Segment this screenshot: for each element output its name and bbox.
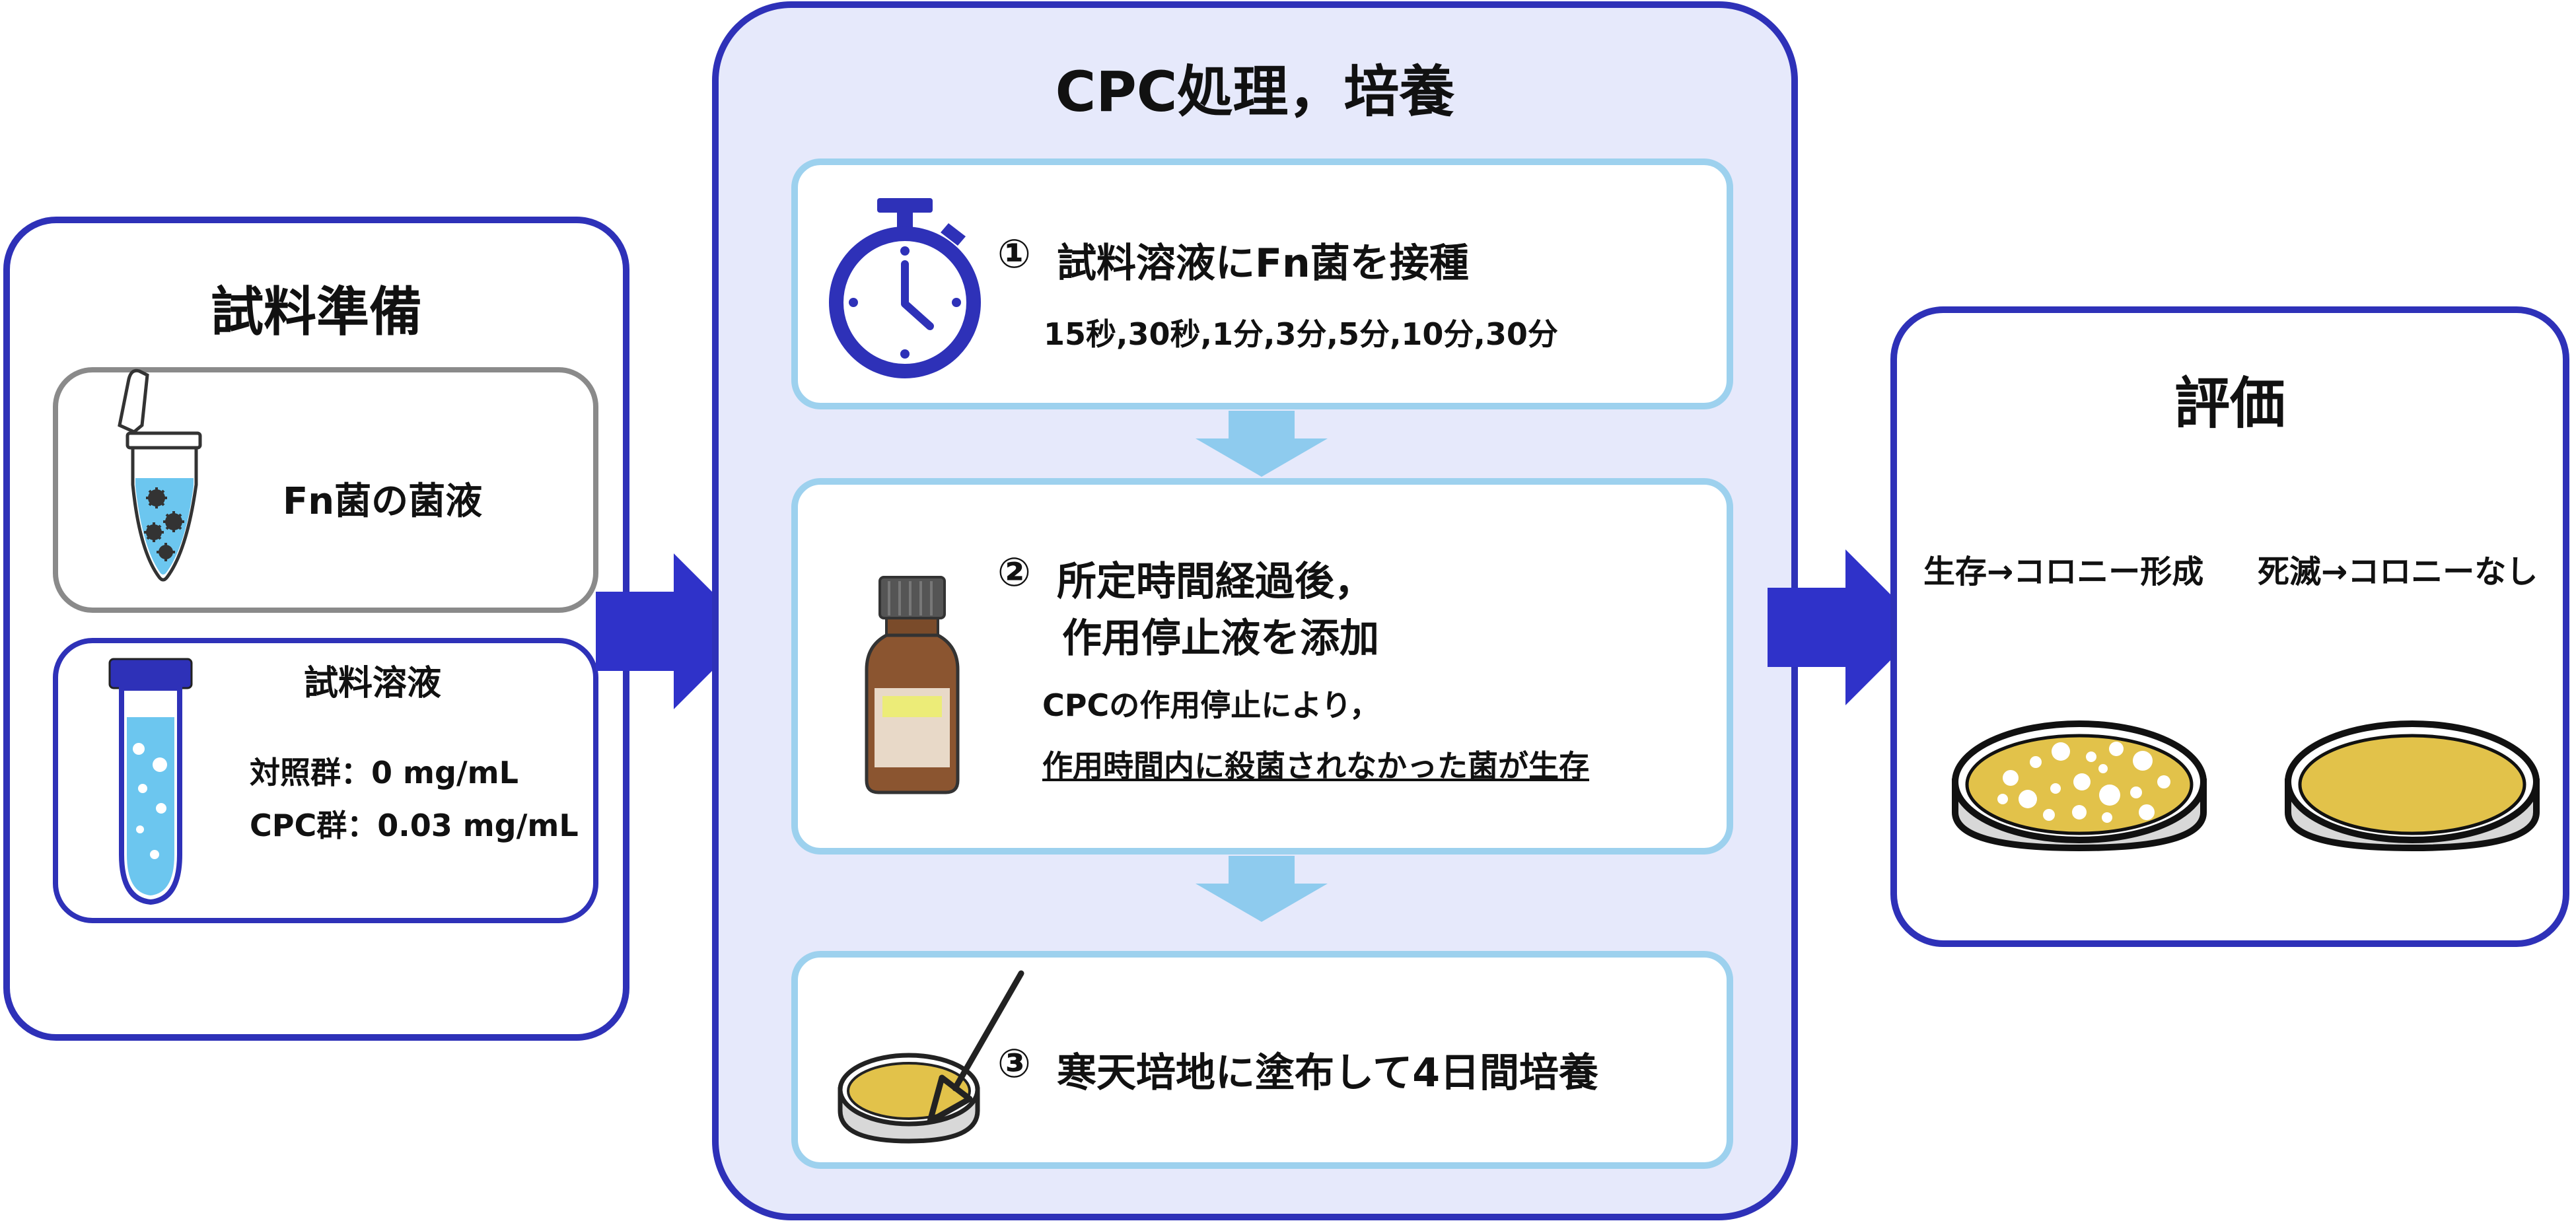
sample-prep-title: 試料準備 <box>211 281 422 343</box>
dead-label: 死滅→コロニーなし <box>2258 553 2538 590</box>
sample-prep-panel: 試料準備 Fn菌の菌液 <box>3 217 629 1041</box>
step-1-number: ① <box>997 231 1031 277</box>
step-3-box: ③ 寒天培地に塗布して4日間培養 <box>791 951 1733 1169</box>
step-arrow-down-icon <box>1196 411 1328 477</box>
bacteria-suspension-label: Fn菌の菌液 <box>283 480 483 523</box>
cpc-treatment-title: CPC処理，培養 <box>1055 59 1455 124</box>
cpc-group-line: CPC群：0.03 mg/mL <box>250 808 579 843</box>
flow-arrow-right-icon <box>1768 549 1923 705</box>
step-2-box: ② 所定時間経過後， 作用停止液を添加 CPCの作用停止により， 作用時間内に殺… <box>791 478 1733 855</box>
step-2-note-line2: 作用時間内に殺菌されなかった菌が生存 <box>1042 748 1589 784</box>
stopwatch-icon <box>829 198 981 378</box>
step-3-title: 寒天培地に塗布して4日間培養 <box>1057 1050 1598 1096</box>
survive-label: 生存→コロニー形成 <box>1923 553 2204 590</box>
agar-plate-spreader-icon <box>838 970 1024 1144</box>
cpc-treatment-panel: CPC処理，培養 ① 試料溶液にFn菌を接種 15秒,30秒,1分,3分,5分,… <box>712 1 1798 1220</box>
evaluation-title: 評価 <box>2174 371 2285 436</box>
reagent-bottle-icon <box>865 576 960 794</box>
step-2-title-line2: 作用停止液を添加 <box>1062 615 1379 662</box>
sample-solution-box: 試料溶液 対照群：0 mg/mL CPC群：0.03 mg/mL <box>53 638 598 923</box>
step-3-number: ③ <box>997 1041 1031 1087</box>
step-1-times: 15秒,30秒,1分,3分,5分,10分,30分 <box>1044 316 1558 352</box>
step-1-title: 試料溶液にFn菌を接種 <box>1057 240 1469 287</box>
colony-plate-icon <box>1952 720 2207 852</box>
step-2-number: ② <box>997 549 1031 596</box>
sample-tube-icon <box>108 658 193 905</box>
bacteria-tube-icon <box>118 368 202 582</box>
step-arrow-down-icon <box>1196 856 1328 922</box>
control-group-line: 対照群：0 mg/mL <box>250 755 519 790</box>
bacteria-suspension-box: Fn菌の菌液 <box>53 367 598 613</box>
sample-solution-title: 試料溶液 <box>304 664 442 703</box>
step-1-box: ① 試料溶液にFn菌を接種 15秒,30秒,1分,3分,5分,10分,30分 <box>791 158 1733 409</box>
step-2-note-line1: CPCの作用停止により， <box>1042 687 1380 723</box>
evaluation-panel: 評価 生存→コロニー形成 死滅→コロニーなし <box>1890 306 2569 947</box>
step-2-title-line1: 所定時間経過後， <box>1057 559 1374 605</box>
empty-plate-icon <box>2285 720 2540 852</box>
